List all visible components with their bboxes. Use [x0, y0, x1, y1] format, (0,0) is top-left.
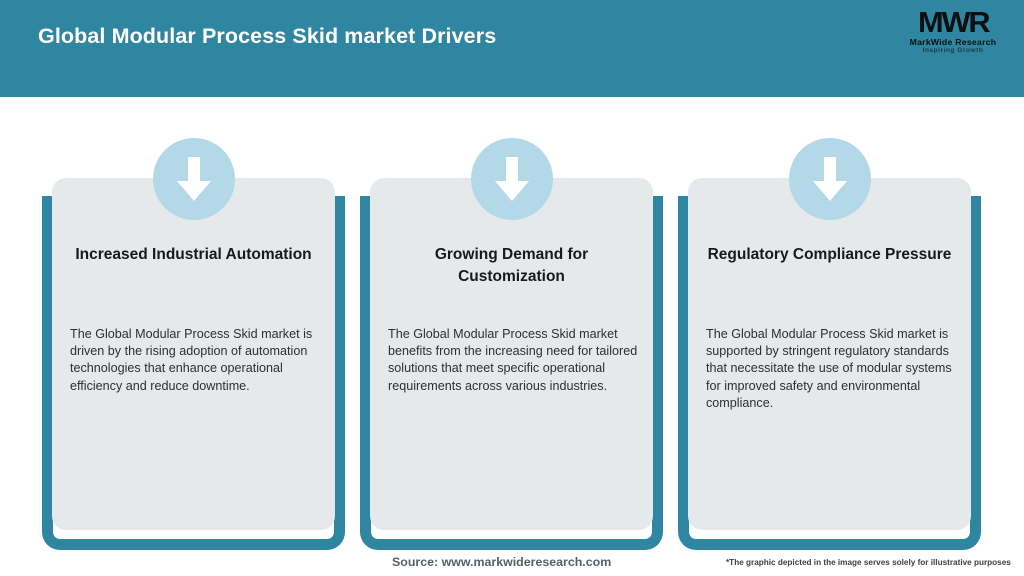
card-frame-accent [678, 196, 981, 550]
driver-card-body: The Global Modular Process Skid market b… [388, 327, 638, 393]
driver-card-title: Regulatory Compliance Pressure [707, 246, 952, 263]
arrow-down-icon [176, 157, 211, 201]
logo-mark-text: MWR [917, 7, 991, 39]
arrow-down-badge [788, 138, 871, 220]
arrow-down-badge [470, 138, 553, 220]
markwide-research-logo: MWR MarkWide Research Inspiring Growth [900, 8, 1006, 62]
driver-card-title: Increased Industrial Automation [75, 246, 312, 263]
page-header: Global Modular Process Skid market Drive… [0, 0, 1024, 97]
card-frame-accent [360, 196, 663, 550]
driver-card: Growing Demand for Customization The Glo… [370, 138, 653, 530]
driver-card: Increased Industrial Automation The Glob… [52, 138, 335, 530]
logo-company-name: MarkWide Research [909, 37, 997, 47]
driver-card-group-2: Growing Demand for Customization The Glo… [360, 138, 663, 550]
logo-tagline: Inspiring Growth [922, 47, 984, 54]
driver-card-group-1: Increased Industrial Automation The Glob… [42, 138, 345, 550]
driver-card-body: The Global Modular Process Skid market i… [706, 327, 952, 410]
driver-card-body: The Global Modular Process Skid market i… [70, 327, 313, 393]
arrow-down-icon [494, 157, 529, 201]
driver-card: Regulatory Compliance Pressure The Globa… [688, 138, 971, 530]
footer-source-text: Source: www.markwideresearch.com [392, 555, 612, 569]
arrow-down-badge [152, 138, 235, 220]
page-title: Global Modular Process Skid market Drive… [38, 24, 497, 48]
footer-disclaimer-text: *The graphic depicted in the image serve… [726, 558, 1011, 567]
arrow-down-icon [812, 157, 847, 201]
driver-card-group-3: Regulatory Compliance Pressure The Globa… [678, 138, 981, 550]
card-frame-accent [42, 196, 345, 550]
driver-card-title: Growing Demand for Customization [434, 246, 589, 285]
